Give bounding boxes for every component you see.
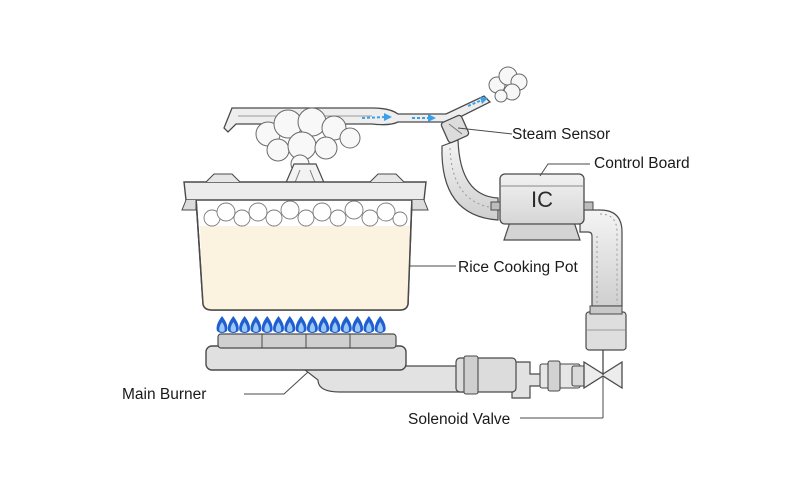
flame-core — [241, 322, 248, 332]
gas-supply-pipe — [298, 355, 587, 399]
label-rice-cooking-pot: Rice Cooking Pot — [458, 259, 578, 276]
burner-leader — [244, 371, 309, 395]
burner-flames — [216, 316, 386, 333]
steam-flow-arrows — [361, 97, 488, 122]
label-main-burner: Main Burner — [122, 386, 206, 403]
control-to-valve-hose — [579, 209, 627, 351]
rice-foam — [203, 200, 408, 227]
control-board: IC — [490, 173, 594, 241]
flame-core — [354, 322, 361, 332]
flame-core — [253, 322, 259, 332]
flame-core — [298, 322, 304, 332]
flame-core — [309, 322, 316, 332]
flame-core — [377, 322, 383, 332]
flame-core — [366, 322, 372, 332]
steam-sensor — [440, 114, 470, 144]
flame-core — [287, 322, 293, 332]
flame-core — [320, 322, 327, 332]
steam-sensor-leader — [457, 127, 513, 135]
label-solenoid-valve: Solenoid Valve — [408, 411, 510, 428]
leader-lines — [244, 127, 603, 419]
sensor-to-control-hose — [441, 139, 499, 221]
control-board-leader — [539, 163, 590, 177]
label-steam-sensor: Steam Sensor — [512, 126, 610, 143]
exhaust-steam-cloud — [488, 66, 528, 103]
flame-core — [332, 322, 338, 332]
solenoid-valve — [583, 350, 623, 418]
flame-core — [275, 322, 282, 332]
label-control-board: Control Board — [594, 155, 690, 172]
flame-core — [230, 322, 237, 332]
ic-chip-text: IC — [531, 187, 553, 212]
main-burner — [205, 333, 407, 371]
flame-core — [219, 322, 225, 332]
flame-core — [264, 322, 270, 332]
rice-cooking-pot — [181, 173, 429, 311]
flame-core — [343, 322, 350, 332]
